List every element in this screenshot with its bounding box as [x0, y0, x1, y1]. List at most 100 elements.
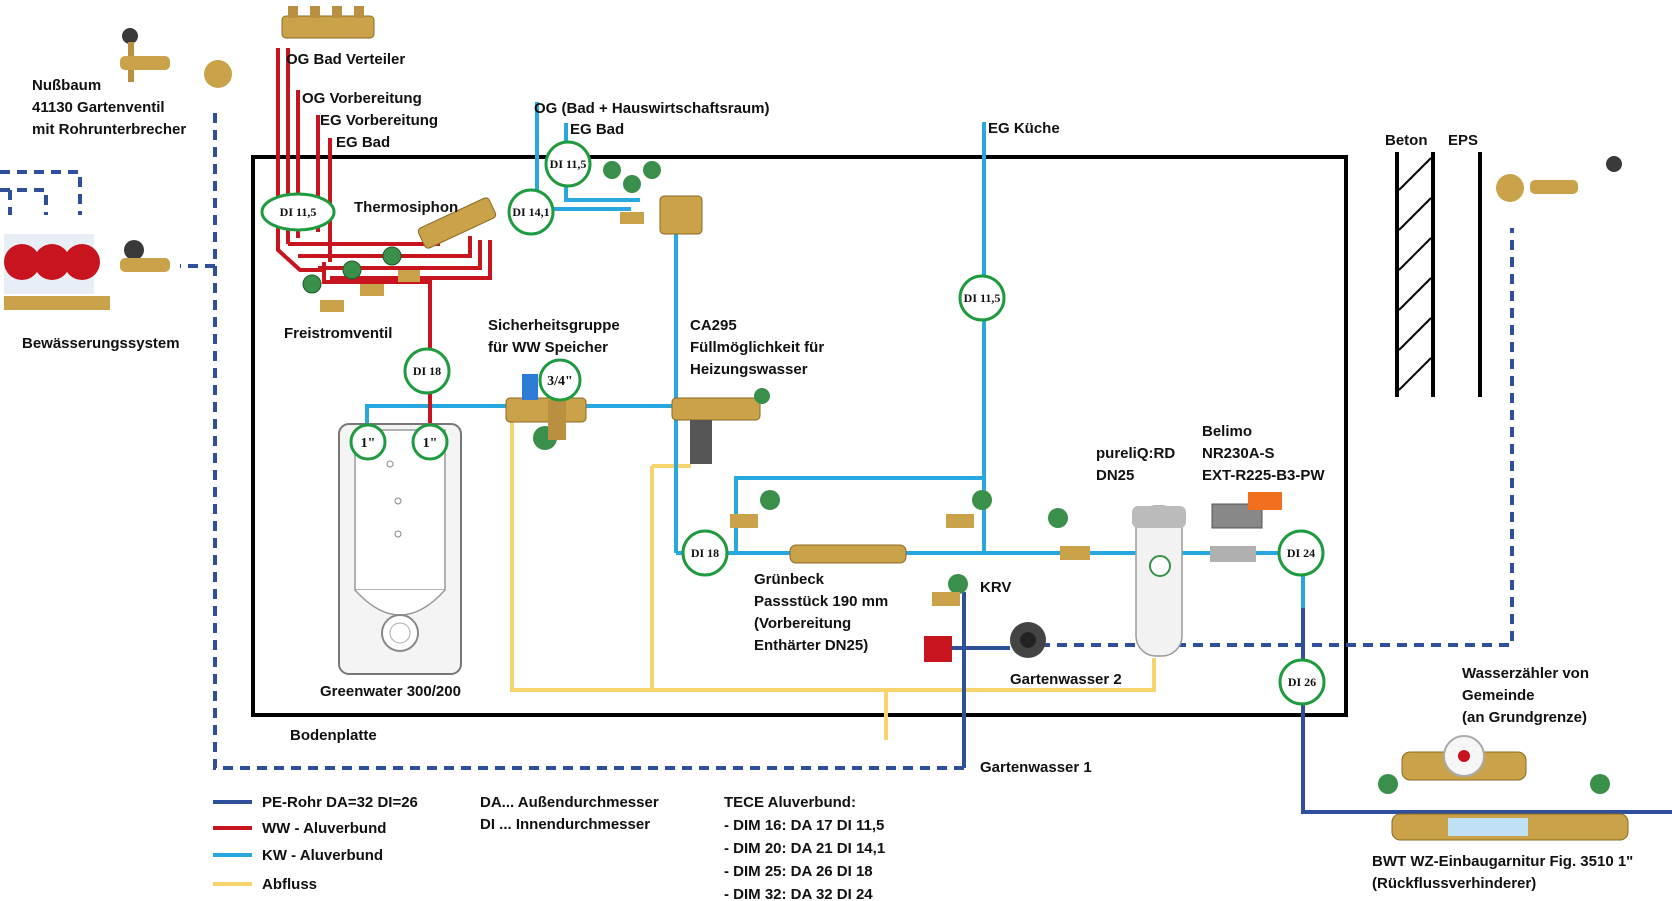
- label-sicherheitsgruppe-1: Sicherheitsgruppe: [488, 317, 620, 334]
- badge-ww-di18: DI 18: [403, 347, 451, 395]
- label-ca295-2: Füllmöglichkeit für: [690, 339, 824, 356]
- label-belimo-3: EXT-R225-B3-PW: [1202, 467, 1325, 484]
- freistromventil-icon: [302, 246, 420, 312]
- wall-section: [1395, 152, 1482, 397]
- svg-text:Abfluss: Abfluss: [262, 876, 317, 893]
- badge-kw-di115-top: DI 11,5: [544, 140, 592, 188]
- svg-text:TECE Aluverbund:: TECE Aluverbund:: [724, 794, 856, 811]
- drain-pipes: [510, 418, 1156, 740]
- svg-text:DI 11,5: DI 11,5: [964, 291, 1001, 305]
- svg-text:KW - Aluverbund: KW - Aluverbund: [262, 847, 383, 864]
- kw-og-valves-icon: [603, 161, 703, 235]
- svg-text:- DIM 32: DA 32 DI 24: - DIM 32: DA 32 DI 24: [724, 886, 873, 901]
- label-wasserzaehler-2: Gemeinde: [1462, 687, 1535, 704]
- ca295-fill-valve-icon: [671, 388, 770, 464]
- bewaesserung-system-icon: [4, 234, 170, 310]
- badge-sg-34: 3/4": [538, 358, 582, 402]
- badge-ww-di115: DI 11,5: [260, 192, 336, 232]
- label-bwt-2: (Rückflussverhinderer): [1372, 875, 1536, 892]
- badge-kw-di115-kueche: DI 11,5: [958, 274, 1006, 322]
- svg-text:DI 18: DI 18: [413, 364, 441, 378]
- label-beton: Beton: [1385, 132, 1428, 149]
- svg-text:DI 24: DI 24: [1287, 546, 1315, 560]
- label-krv: KRV: [980, 579, 1011, 596]
- label-og-vorbereitung: OG Vorbereitung: [302, 90, 422, 107]
- pe-pipes-dashed: [0, 107, 1514, 770]
- svg-text:1": 1": [361, 436, 376, 451]
- svg-text:DI 18: DI 18: [691, 546, 719, 560]
- label-sicherheitsgruppe-2: für WW Speicher: [488, 339, 608, 356]
- loop-valves-icon: [730, 490, 1090, 560]
- svg-text:DI 26: DI 26: [1288, 675, 1316, 689]
- label-bewaesserung: Bewässerungssystem: [22, 335, 180, 352]
- label-pureliq-2: DN25: [1096, 467, 1134, 484]
- sicherheitsgruppe-icon: [505, 374, 587, 450]
- svg-text:DI 11,5: DI 11,5: [550, 157, 587, 171]
- svg-text:WW - Aluverbund: WW - Aluverbund: [262, 820, 386, 837]
- label-og-bad-hwr: OG (Bad + Hauswirtschaftsraum): [534, 100, 769, 117]
- svg-text:DI ... Innendurchmesser: DI ... Innendurchmesser: [480, 816, 650, 833]
- thermosiphon-manifold-icon: [417, 197, 497, 249]
- label-gartenwasser2: Gartenwasser 2: [1010, 671, 1122, 688]
- svg-text:DA... Außendurchmesser: DA... Außendurchmesser: [480, 794, 659, 811]
- hot-water-tank: [338, 423, 462, 675]
- svg-text:DI 14,1: DI 14,1: [512, 205, 549, 219]
- label-eg-kueche: EG Küche: [988, 120, 1060, 137]
- badge-di24: DI 24: [1277, 529, 1325, 577]
- label-nussbaum-3: mit Rohrunterbrecher: [32, 121, 186, 138]
- badge-kw-di18: DI 18: [681, 529, 729, 577]
- legend-item-drain: Abfluss: [213, 876, 317, 893]
- pureliq-filter-icon: [1132, 505, 1186, 657]
- svg-text:- DIM 16: DA 17 DI 11,5: - DIM 16: DA 17 DI 11,5: [724, 817, 884, 834]
- belimo-valve-icon: [1210, 492, 1282, 562]
- label-bodenplatte: Bodenplatte: [290, 727, 377, 744]
- label-thermosiphon: Thermosiphon: [354, 199, 458, 216]
- house-boundary: [251, 155, 1348, 717]
- label-pureliq-1: pureliQ:RD: [1096, 445, 1175, 462]
- label-bwt-1: BWT WZ-Einbaugarnitur Fig. 3510 1": [1372, 853, 1633, 870]
- label-nussbaum-1: Nußbaum: [32, 77, 101, 94]
- legend-item-ww: WW - Aluverbund: [213, 820, 386, 837]
- label-nussbaum-2: 41130 Gartenventil: [32, 99, 165, 116]
- label-eg-bad-ww: EG Bad: [336, 134, 390, 151]
- badge-tank-1-left: 1": [349, 423, 387, 461]
- legend-item-kw: KW - Aluverbund: [213, 847, 383, 864]
- nussbaum-gartenventil-icon: [120, 28, 232, 88]
- label-ca295-1: CA295: [690, 317, 737, 334]
- label-wasserzaehler-3: (an Grundgrenze): [1462, 709, 1587, 726]
- svg-text:DI 11,5: DI 11,5: [280, 205, 317, 219]
- wasserzaehler-icon: [1401, 735, 1527, 781]
- label-eg-bad-kw: EG Bad: [570, 121, 624, 138]
- label-eps: EPS: [1448, 132, 1478, 149]
- gartenwasser2-tap-icon: [1010, 622, 1046, 658]
- svg-text:3/4": 3/4": [547, 374, 573, 389]
- label-gruenbeck-4: Enthärter DN25): [754, 637, 868, 654]
- legend: PE-Rohr DA=32 DI=26 WW - Aluverbund KW -…: [213, 794, 418, 893]
- badge-kw-di141: DI 14,1: [507, 188, 555, 236]
- label-og-bad-verteiler: OG Bad Verteiler: [286, 51, 405, 68]
- label-ca295-3: Heizungswasser: [690, 361, 808, 378]
- svg-text:1": 1": [423, 436, 438, 451]
- badge-tank-1-right: 1": [411, 423, 449, 461]
- label-belimo-1: Belimo: [1202, 423, 1252, 440]
- outside-garden-tap-icon: [1496, 156, 1622, 202]
- svg-text:PE-Rohr DA=32 DI=26: PE-Rohr DA=32 DI=26: [262, 794, 418, 811]
- label-belimo-2: NR230A-S: [1202, 445, 1275, 462]
- tece-table: TECE Aluverbund: - DIM 16: DA 17 DI 11,5…: [724, 794, 885, 901]
- label-freistromventil: Freistromventil: [284, 325, 392, 342]
- svg-text:- DIM 20: DA 21 DI 14,1: - DIM 20: DA 21 DI 14,1: [724, 840, 885, 857]
- og-bad-verteiler-manifold-icon: [281, 6, 375, 39]
- svg-text:- DIM 25: DA 26 DI 18: - DIM 25: DA 26 DI 18: [724, 863, 873, 880]
- krv-icon: [924, 574, 968, 662]
- label-eg-vorbereitung: EG Vorbereitung: [320, 112, 438, 129]
- label-wasserzaehler-1: Wasserzähler von: [1462, 665, 1589, 682]
- legend-item-pe: PE-Rohr DA=32 DI=26: [213, 794, 418, 811]
- badge-di26: DI 26: [1278, 658, 1326, 706]
- bwt-einbaugarnitur-icon: [1378, 774, 1629, 841]
- label-gruenbeck-2: Passstück 190 mm: [754, 593, 888, 610]
- label-gartenwasser1: Gartenwasser 1: [980, 759, 1092, 776]
- gruenbeck-passstueck-icon: [789, 544, 907, 564]
- label-gruenbeck-3: (Vorbereitung: [754, 615, 851, 632]
- label-gruenbeck-1: Grünbeck: [754, 571, 825, 588]
